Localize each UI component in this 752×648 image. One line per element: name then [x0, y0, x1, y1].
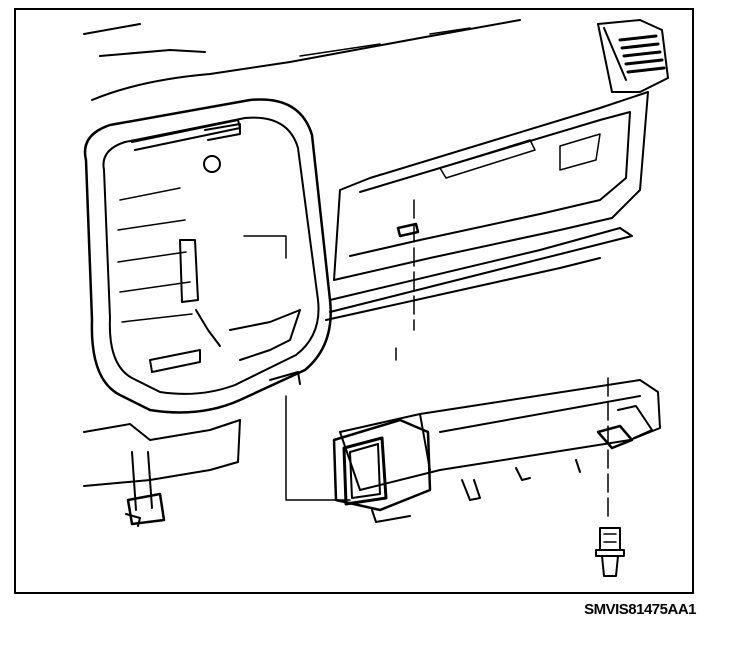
push-pin-fastener [595, 527, 625, 577]
diagram-frame [14, 8, 694, 594]
lower-left-bracket [83, 419, 241, 527]
leader-lines [243, 235, 351, 501]
mounting-clip [596, 405, 653, 450]
glove-box-panel [325, 91, 649, 321]
duct-outlet [332, 418, 432, 523]
dash-top-contour [83, 19, 521, 101]
assembly-guide-lines [395, 199, 609, 521]
reference-code: SMVIS81475AA1 [584, 601, 696, 618]
lower-duct-assembly [339, 379, 661, 501]
cluster-opening [83, 98, 332, 414]
air-vent [597, 19, 669, 93]
